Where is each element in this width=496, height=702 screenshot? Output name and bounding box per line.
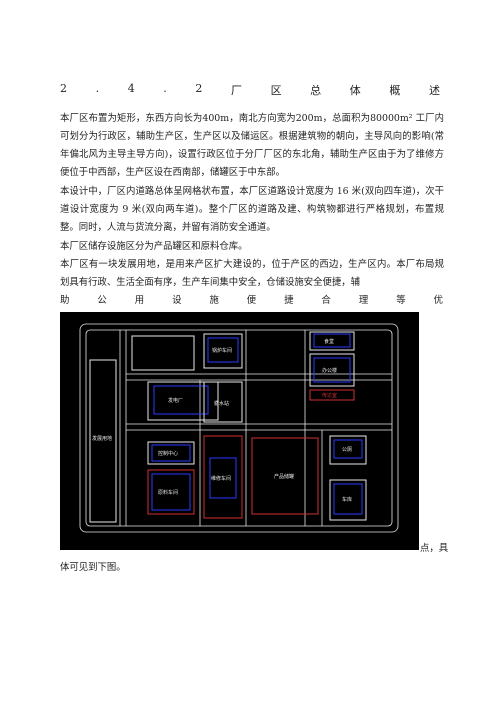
label-office: 办公楼	[322, 367, 337, 374]
label-toilet: 公厕	[342, 447, 352, 453]
spread-char: 助	[60, 295, 70, 306]
paragraph-development: 本厂区有一块发展用地，是用来产区扩大建设的，位于产区的西边，生产区内。本厂布局规…	[60, 259, 444, 288]
label-repair: 维修车间	[211, 475, 231, 482]
label-water: 循水站	[214, 400, 229, 407]
label-canteen: 食堂	[324, 338, 334, 345]
site-plan-figure: 发展用地 锅炉车间 发电厂 循水站 食堂 办公楼 传达室 控制中心 原料车间 维…	[60, 312, 419, 550]
raw-store-block	[147, 469, 195, 515]
spread-char: 捷	[284, 295, 294, 306]
label-raw-store: 原料车间	[158, 489, 178, 496]
office-block	[309, 353, 355, 387]
label-boiler: 锅炉车间	[212, 347, 232, 354]
section-heading: 2 . 4 . 2 厂 区 总 体 概 述	[60, 82, 440, 98]
label-gate: 传达室	[322, 392, 337, 399]
heading-char: 2	[195, 82, 203, 95]
spread-char: 公	[97, 295, 107, 306]
boiler-inner	[207, 337, 239, 363]
heading-char: .	[163, 82, 167, 95]
heading-char: 厂	[230, 84, 242, 97]
paragraph-layout: 本厂区布置为矩形，东西方向长为400m，南北方向宽为200m，总面积为80000…	[60, 113, 444, 178]
spread-char: 合	[321, 295, 331, 306]
power-block	[147, 381, 219, 421]
spread-char: 便	[246, 295, 257, 306]
label-power: 发电厂	[168, 397, 183, 404]
heading-char: 4	[127, 82, 135, 95]
control-block	[147, 441, 195, 465]
spread-char: 等	[396, 295, 406, 306]
repair-block	[203, 435, 243, 519]
heading-char: 2	[60, 82, 67, 95]
heading-char: .	[95, 82, 100, 95]
parking-inner	[333, 483, 363, 515]
paragraph-storage: 本厂区储存设施区分为产品罐区和原料仓库。	[60, 241, 248, 252]
justified-line: 助 公 用 设 施 便 捷 合 理 等 优	[60, 292, 443, 306]
canteen-inner	[313, 333, 351, 348]
canteen-block	[309, 331, 355, 351]
boiler-block	[203, 333, 243, 369]
power-inner	[153, 385, 209, 415]
gate-block	[309, 389, 355, 401]
label-dev-land: 发展用地	[92, 435, 112, 442]
heading-char: 总	[310, 84, 322, 97]
toilet-inner	[333, 439, 363, 459]
heading-char: 述	[428, 84, 440, 97]
drawing-background	[60, 312, 419, 550]
spread-char: 理	[358, 295, 369, 306]
after-figure-text: 点，具	[420, 543, 449, 554]
heading-char: 概	[389, 84, 401, 97]
label-control: 控制中心	[158, 450, 178, 457]
heading-char: 区	[270, 84, 282, 97]
spread-char: 用	[134, 295, 145, 306]
parking-block	[329, 479, 367, 521]
empty-block	[131, 335, 195, 371]
raw-store-inner	[151, 473, 191, 511]
heading-char: 体	[349, 84, 361, 97]
water-block	[203, 381, 243, 423]
closing-line: 体可见到下图。	[60, 562, 126, 573]
office-inner	[313, 357, 351, 383]
label-tank: 产品储罐	[274, 473, 294, 480]
spread-char: 施	[209, 295, 219, 306]
spread-char: 优	[433, 295, 443, 306]
label-parking: 车库	[342, 496, 352, 503]
repair-inner	[209, 457, 237, 499]
dev-land-block	[89, 359, 117, 523]
road-network	[79, 323, 399, 533]
spread-char: 设	[172, 295, 182, 306]
toilet-block	[329, 435, 367, 465]
tank-block	[251, 437, 319, 515]
paragraph-roads: 本设计中，厂区内道路总体呈网格状布置，本厂区道路设计宽度为 16 米(双向四车道…	[60, 186, 444, 233]
site-plan-drawing: 发展用地 锅炉车间 发电厂 循水站 食堂 办公楼 传达室 控制中心 原料车间 维…	[60, 312, 419, 550]
control-inner	[151, 444, 191, 462]
